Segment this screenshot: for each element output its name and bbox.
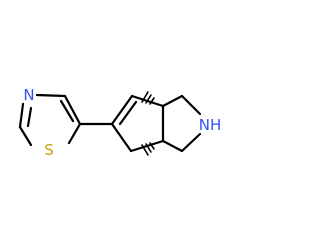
hash-bottom-1 <box>149 142 155 150</box>
hash-bottom-3 <box>141 144 149 156</box>
stereo-hash-bonds <box>141 91 155 156</box>
hash-top-3 <box>141 91 149 103</box>
hash-bottom-2 <box>145 143 152 153</box>
bond-ring-c-double <box>110 94 134 126</box>
atom-label-s: S <box>44 141 54 159</box>
cyclopentene-ring <box>110 94 165 153</box>
bond-c5-c4-double <box>59 99 75 123</box>
bond-c5-c4 <box>63 94 82 126</box>
bond-ch2-bottom-bridgehead <box>161 139 184 153</box>
bond-nh-ch2-bottom <box>180 132 202 153</box>
hash-top-1 <box>149 97 155 105</box>
thiazole-ring <box>18 93 82 147</box>
bond-ring-c-double-inner <box>118 100 138 126</box>
bond-c4-n3 <box>35 93 67 98</box>
bond-ring-c-ch2 <box>110 122 133 153</box>
bond-n3-c2-double <box>26 106 33 128</box>
bond-bridgehead-ch2-top <box>161 94 184 108</box>
atom-label-n: N <box>23 86 34 104</box>
bond-ch2-top-nh <box>180 94 202 116</box>
bond-n3-c2 <box>18 102 25 129</box>
molecule-structure: N S NH <box>0 0 250 250</box>
background <box>0 0 250 250</box>
bond-s1-c5 <box>67 122 82 145</box>
bond-c2-s1 <box>18 125 33 147</box>
atom-label-nh: NH <box>199 116 222 134</box>
pyrrolidine-ring <box>161 94 202 153</box>
hash-top-2 <box>145 94 152 104</box>
